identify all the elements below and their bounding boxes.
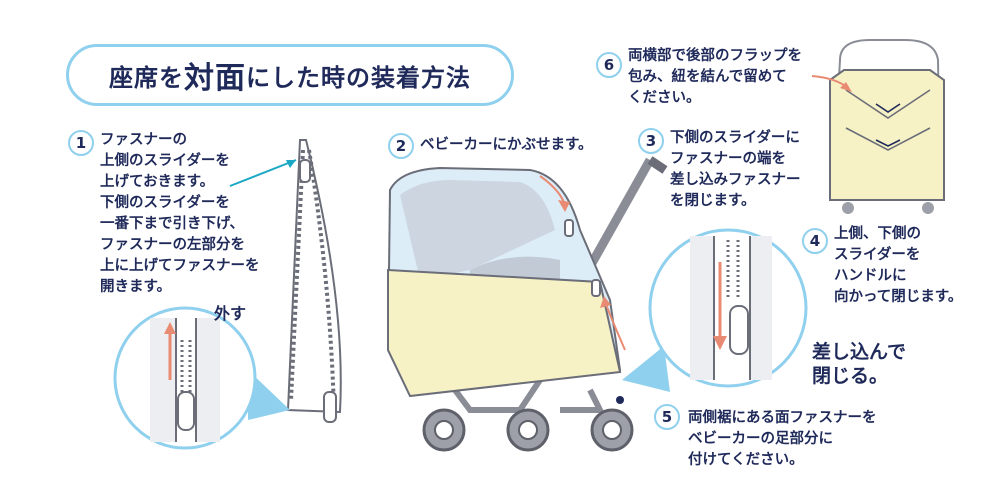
step-3-number: 3 (638, 128, 664, 154)
step-5-number: 5 (654, 404, 680, 430)
step-3-text: 下側のスライダーに ファスナーの端を 差し込みファスナー を閉じます。 (670, 130, 801, 209)
open-zipper-illustration (229, 139, 342, 423)
step-2-text: ベビーカーにかぶせます。 (420, 137, 593, 153)
zoom-circle-remove (113, 306, 290, 450)
title-post: にした時の装着方法 (246, 63, 471, 92)
step-1-text: ファスナーの 上側のスライダーを 上げておきます。 下側のスライダーを 一番下ま… (100, 132, 260, 295)
stroller-with-cover-illustration (386, 156, 668, 452)
title-emph-1: 対 (184, 61, 215, 96)
title-pill: 座席を 対 面 にした時の装着方法 (66, 44, 514, 106)
step-4-number: 4 (802, 228, 828, 254)
step-2-number: 2 (388, 133, 414, 159)
step-5-text: 両側裾にある面ファスナーを ベビーカーの足部分に 付けてください。 (688, 410, 877, 468)
title-emph-2: 面 (215, 61, 246, 96)
title-pre: 座席を (109, 63, 184, 92)
zoom-circle-close (622, 228, 808, 392)
step-1-number: 1 (68, 130, 94, 156)
step-6-text: 両横部で後部のフラップを 包み、紐を結んで留めて ください。 (628, 48, 802, 106)
remove-label: 外す (214, 304, 247, 323)
insert-close-label: 差し込んで 閉じる。 (812, 341, 907, 387)
step-6-number: 6 (596, 52, 622, 78)
back-flap-illustration (811, 39, 945, 214)
step-4-text: 上側、下側の スライダーを ハンドルに 向かって閉じます。 (834, 226, 963, 305)
